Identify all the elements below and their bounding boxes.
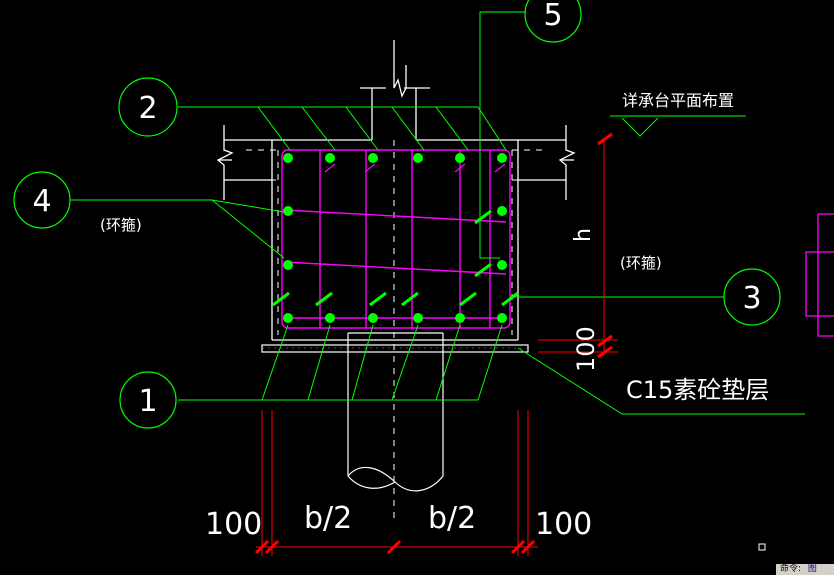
- pile: [347, 332, 444, 492]
- balloon-2-label: 2: [138, 91, 157, 126]
- balloon-4: 4: [13, 171, 71, 229]
- plan-reference-label: 详承台平面布置: [622, 91, 734, 110]
- rebar-dot: [497, 153, 507, 163]
- rebar-dot: [325, 313, 335, 323]
- height-label: h: [571, 228, 596, 242]
- balloon-3-label: 3: [742, 281, 761, 316]
- rebar-cage: [281, 149, 511, 329]
- rebar-dot: [283, 260, 293, 270]
- dim-100-bottom-right-label: 100: [535, 507, 592, 542]
- rebar-dot: [413, 153, 423, 163]
- rebar-dot: [368, 153, 378, 163]
- hook-ticks: [272, 209, 519, 307]
- command-label: 命令:: [780, 564, 802, 574]
- dimensions: [254, 132, 618, 556]
- rebar-dot: [283, 153, 293, 163]
- rebar-dot: [368, 313, 378, 323]
- rebar-dot: [283, 313, 293, 323]
- leader-lines: [70, 11, 805, 415]
- rebar-dot: [497, 206, 507, 216]
- dashed-lines: [246, 140, 544, 520]
- rebar-dot: [325, 153, 335, 163]
- b-half-right-label: b/2: [428, 501, 476, 536]
- rebar-dot: [455, 153, 465, 163]
- stirrup-right-label: (环箍): [620, 254, 662, 272]
- rebar-dots: [283, 153, 507, 323]
- balloon-5-label: 5: [543, 0, 562, 33]
- rebar-dot: [413, 313, 423, 323]
- adjacent-drawing-fragment: [805, 213, 834, 337]
- balloon-5: 5: [524, 0, 582, 43]
- rebar-dot: [497, 260, 507, 270]
- stirrup-left-label: (环箍): [100, 216, 142, 234]
- drawing-tab[interactable]: 图: [807, 564, 817, 574]
- cushion-layer: [261, 344, 529, 353]
- balloon-1: 1: [119, 371, 177, 429]
- balloon-3: 3: [723, 268, 781, 326]
- cursor-pickbox: [758, 543, 766, 551]
- b-half-left-label: b/2: [304, 501, 352, 536]
- balloon-4-label: 4: [32, 184, 51, 219]
- cap-outline: [216, 40, 576, 341]
- top-ticks: [324, 163, 506, 173]
- command-line-bar[interactable]: 命令: 图: [776, 564, 834, 575]
- rebar-dot: [497, 313, 507, 323]
- cushion-label: C15素砼垫层: [626, 376, 769, 404]
- balloon-2: 2: [118, 77, 178, 137]
- rebar-dot: [283, 206, 293, 216]
- rebar-dot: [455, 313, 465, 323]
- dim-100-right-label: 100: [572, 326, 600, 372]
- dim-100-left-label: 100: [205, 507, 262, 542]
- balloon-1-label: 1: [138, 384, 157, 419]
